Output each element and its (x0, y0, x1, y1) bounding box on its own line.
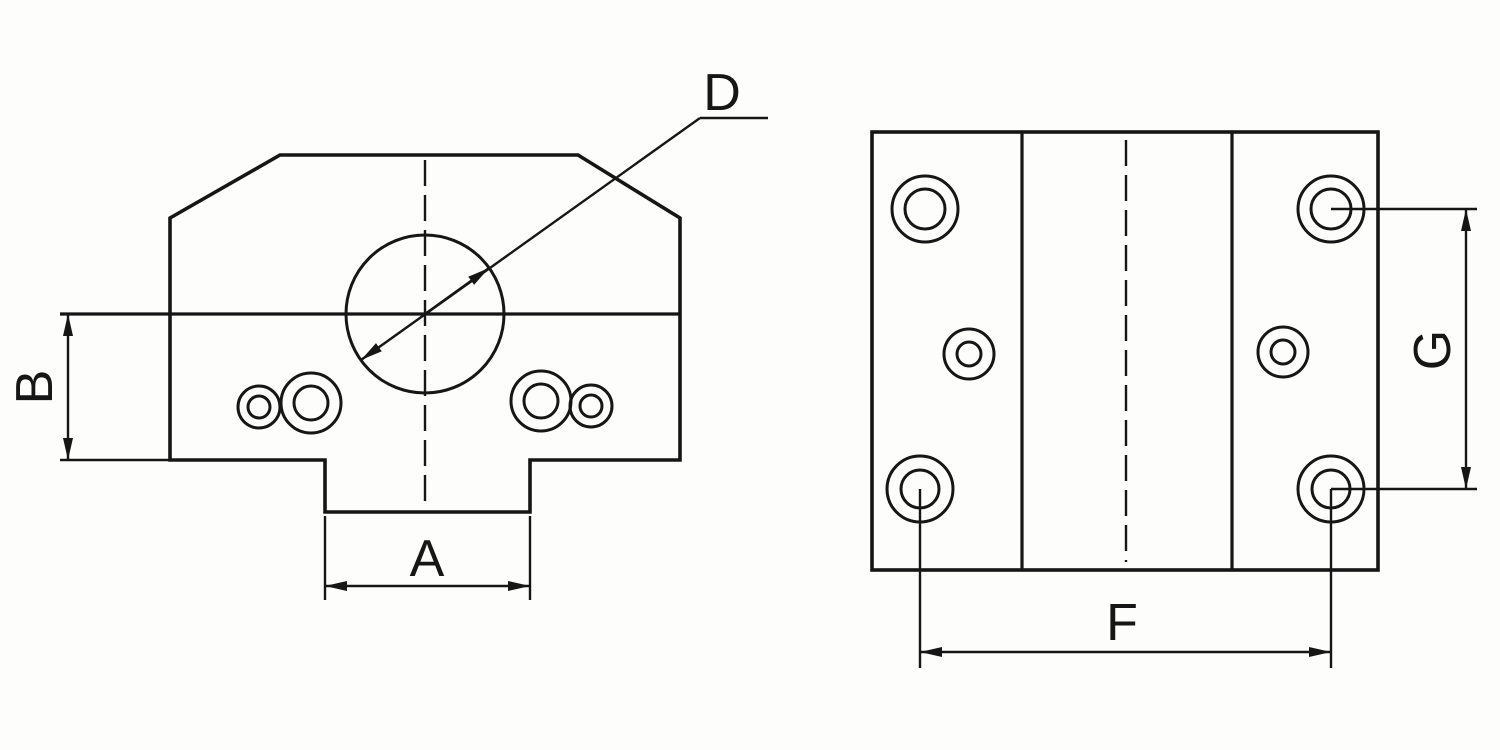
dimension-d-leader: D (360, 64, 768, 361)
hole-outer-circle (890, 174, 960, 244)
leader-diagonal (360, 117, 701, 361)
hole-outer-circle (236, 384, 282, 430)
side-middle-holes (942, 325, 1310, 381)
dimension-f: F (918, 489, 1333, 668)
hole-outer-circle (509, 369, 573, 433)
hole-outer-circle (942, 327, 996, 381)
hole-inner-circle (1269, 338, 1297, 366)
front-right-counterbore-holes (509, 369, 614, 433)
hole-inner-circle (292, 384, 330, 422)
hole-outer-circle (279, 371, 343, 435)
hole-inner-circle (246, 394, 272, 420)
front-view-outline (168, 153, 682, 514)
front-left-counterbore-holes (236, 371, 343, 435)
side-corner-holes (885, 174, 1366, 524)
front-view: B A D (6, 64, 768, 600)
side-view: G F (870, 130, 1477, 668)
dimension-label-a: A (410, 530, 445, 588)
hole-inner-circle (578, 393, 604, 419)
dimension-b: B (6, 314, 170, 462)
dimension-a: A (323, 516, 532, 600)
hole-inner-circle (955, 340, 983, 368)
dimension-label-b: B (6, 370, 64, 405)
dimension-label-d: D (703, 64, 741, 122)
dimension-label-f: F (1106, 594, 1138, 652)
hole-inner-circle (522, 382, 560, 420)
hole-outer-circle (568, 383, 614, 429)
hole-outer-circle (1256, 325, 1310, 379)
side-view-outline (870, 130, 1380, 572)
dimension-g: G (1331, 207, 1477, 491)
dimension-label-g: G (1404, 330, 1462, 370)
hole-inner-circle (903, 187, 947, 231)
leader-diagonal-inner (424, 267, 490, 315)
